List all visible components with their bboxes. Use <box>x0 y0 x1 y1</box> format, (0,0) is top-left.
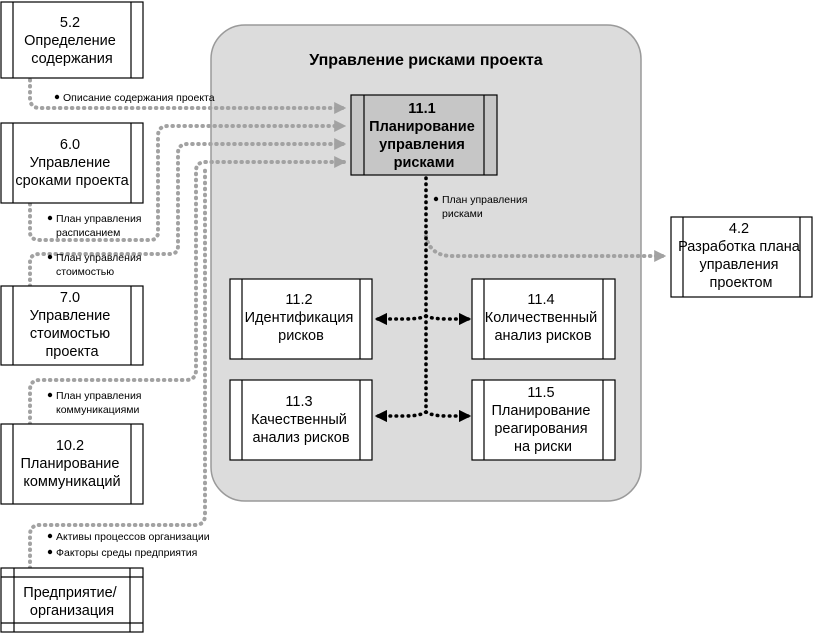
flow-label-org-assets: Активы процессов организации <box>47 531 210 543</box>
bullet-icon <box>47 254 53 260</box>
bullet-icon <box>47 533 53 539</box>
svg-text:расписанием: расписанием <box>56 227 120 239</box>
flow-label-risk-plan: План управления рисками <box>433 194 528 220</box>
flow-schedule-plan <box>28 120 347 242</box>
bullet-icon <box>47 392 53 398</box>
process-label-10-2: 10.2 Планирование коммуникаций <box>21 438 124 490</box>
svg-text:стоимостью: стоимостью <box>56 266 114 278</box>
flow-cost-plan <box>28 138 347 288</box>
flow-label-cost-plan: План управления стоимостью <box>47 252 142 278</box>
flow-label-env-factors: Факторы среды предприятия <box>47 547 197 559</box>
svg-text:План управления: План управления <box>56 213 142 225</box>
svg-text:Активы процессов организации: Активы процессов организации <box>56 531 210 543</box>
flow-label-schedule-plan: План управления расписанием <box>47 213 142 239</box>
process-box-4-2: 4.2 Разработка плана управления проектом <box>670 216 813 298</box>
process-box-11-4: 11.4 Количественный анализ рисков <box>471 278 616 360</box>
flow-to-11-4 <box>424 312 472 326</box>
process-label-7-0: 7.0 Управление стоимостью проекта <box>30 290 115 360</box>
enterprise-label: Предприятие/ организация <box>23 585 120 619</box>
process-box-5-2: 5.2 Определение содержания <box>0 1 144 79</box>
svg-text:План управления: План управления <box>442 194 528 206</box>
flow-enterprise <box>28 168 207 570</box>
process-box-11-5: 11.5 Планирование реагирования на риски <box>471 379 616 461</box>
flow-to-11-5 <box>424 409 472 423</box>
bullet-icon <box>47 215 53 221</box>
bullet-icon <box>54 94 60 100</box>
process-label-4-2: 4.2 Разработка плана управления проектом <box>678 221 804 291</box>
svg-text:Факторы среды предприятия: Факторы среды предприятия <box>56 547 197 559</box>
process-box-11-1: 11.1 Планирование управления рисками <box>350 94 498 176</box>
svg-text:План управления: План управления <box>56 252 142 264</box>
process-label-6-0: 6.0 Управление сроками проекта <box>15 137 129 189</box>
process-label-11-3: 11.3 Качественный анализ рисков <box>251 394 351 446</box>
bullet-icon <box>47 549 53 555</box>
process-box-6-0: 6.0 Управление сроками проекта <box>0 122 144 204</box>
svg-text:коммуникациями: коммуникациями <box>56 404 139 416</box>
process-label-5-2: 5.2 Определение содержания <box>24 15 120 67</box>
flow-label-scope-statement: Описание содержания проекта <box>54 92 215 104</box>
flow-risk-plan-to-project-plan <box>424 234 667 262</box>
process-box-7-0: 7.0 Управление стоимостью проекта <box>0 285 144 366</box>
process-label-11-4: 11.4 Количественный анализ рисков <box>485 292 601 344</box>
process-label-11-1: 11.1 Планирование управления рисками <box>369 101 479 171</box>
enterprise-box: Предприятие/ организация <box>0 567 144 633</box>
flow-scope-statement <box>28 78 347 114</box>
process-box-11-3: 11.3 Качественный анализ рисков <box>229 379 373 461</box>
flow-label-communications-plan: План управления коммуникациями <box>47 390 142 416</box>
svg-text:План управления: План управления <box>56 390 142 402</box>
flow-communications-plan <box>28 156 347 426</box>
process-label-11-5: 11.5 Планирование реагирования на риски <box>492 385 595 455</box>
bullet-icon <box>433 196 439 202</box>
region-title: Управление рисками проекта <box>309 52 542 69</box>
svg-text:Описание содержания проекта: Описание содержания проекта <box>63 92 215 104</box>
svg-text:рисками: рисками <box>442 208 483 220</box>
process-label-11-2: 11.2 Идентификация рисков <box>245 292 358 344</box>
process-box-11-2: 11.2 Идентификация рисков <box>229 278 373 360</box>
process-box-10-2: 10.2 Планирование коммуникаций <box>0 423 144 505</box>
